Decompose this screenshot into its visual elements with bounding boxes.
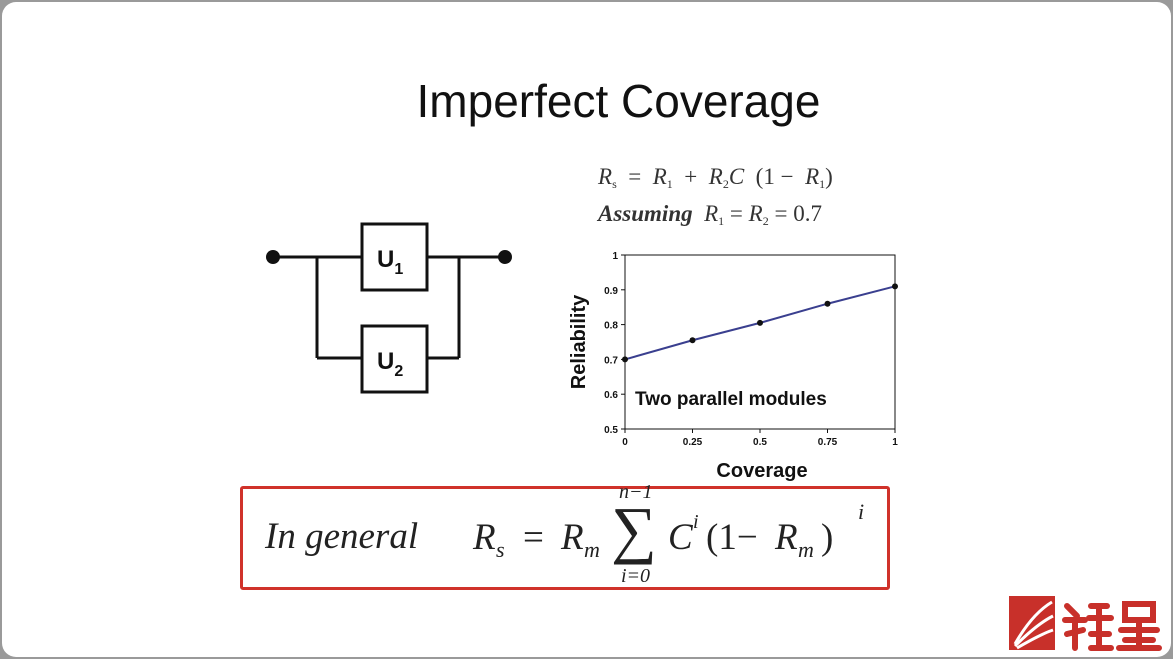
x-tick-label: 0.75 bbox=[818, 437, 838, 448]
terminal-left bbox=[266, 250, 280, 264]
unit-1-box bbox=[360, 222, 429, 292]
chart-annotation: Two parallel modules bbox=[635, 389, 827, 410]
general-formula: R s = R m ∑ n−1 i=0 C i (1− R m ) i bbox=[473, 481, 865, 587]
parallel-circuit-diagram: U1 U2 bbox=[266, 222, 512, 394]
unit-2-box bbox=[360, 324, 429, 394]
plot-area bbox=[624, 254, 896, 430]
x-axis-label: Coverage bbox=[716, 460, 807, 482]
y-tick-label: 1 bbox=[612, 251, 618, 262]
unit-2-label: U2 bbox=[377, 348, 403, 380]
general-label: In general bbox=[265, 516, 419, 557]
assumption-formula: Assuming R1 = R2 = 0.7 bbox=[598, 201, 822, 228]
x-tick-label: 1 bbox=[892, 437, 898, 448]
data-point bbox=[757, 319, 763, 326]
system-reliability-formula: Rs = R1 + R2C (1 − R1) bbox=[598, 164, 833, 191]
x-tick-label: 0.25 bbox=[683, 437, 703, 448]
logo-glyphs bbox=[1062, 601, 1162, 651]
slide-title: Imperfect Coverage bbox=[416, 75, 821, 127]
x-tick-label: 0.5 bbox=[753, 437, 767, 448]
x-tick-label: 0 bbox=[622, 437, 628, 448]
y-axis-label: Reliability bbox=[568, 294, 590, 389]
data-point bbox=[689, 337, 696, 344]
general-formula-box: In general R s = R m ∑ n−1 i=0 C i (1− R… bbox=[240, 481, 890, 590]
reliability-chart: 0.5 0.6 0.7 0.8 0.9 1 0 0.25 0.5 0.75 1 Reliabilit… bbox=[568, 251, 898, 482]
terminal-right bbox=[498, 250, 512, 264]
data-point bbox=[622, 356, 628, 363]
data-point bbox=[892, 283, 898, 290]
chaoxing-logo bbox=[1009, 596, 1162, 651]
y-tick-label: 0.6 bbox=[604, 390, 618, 401]
y-tick-label: 0.9 bbox=[604, 286, 618, 297]
y-tick-label: 0.5 bbox=[604, 425, 618, 436]
unit-1-label: U1 bbox=[377, 246, 403, 278]
y-tick-label: 0.8 bbox=[604, 321, 618, 332]
y-tick-label: 0.7 bbox=[604, 355, 618, 366]
data-point bbox=[824, 300, 831, 307]
